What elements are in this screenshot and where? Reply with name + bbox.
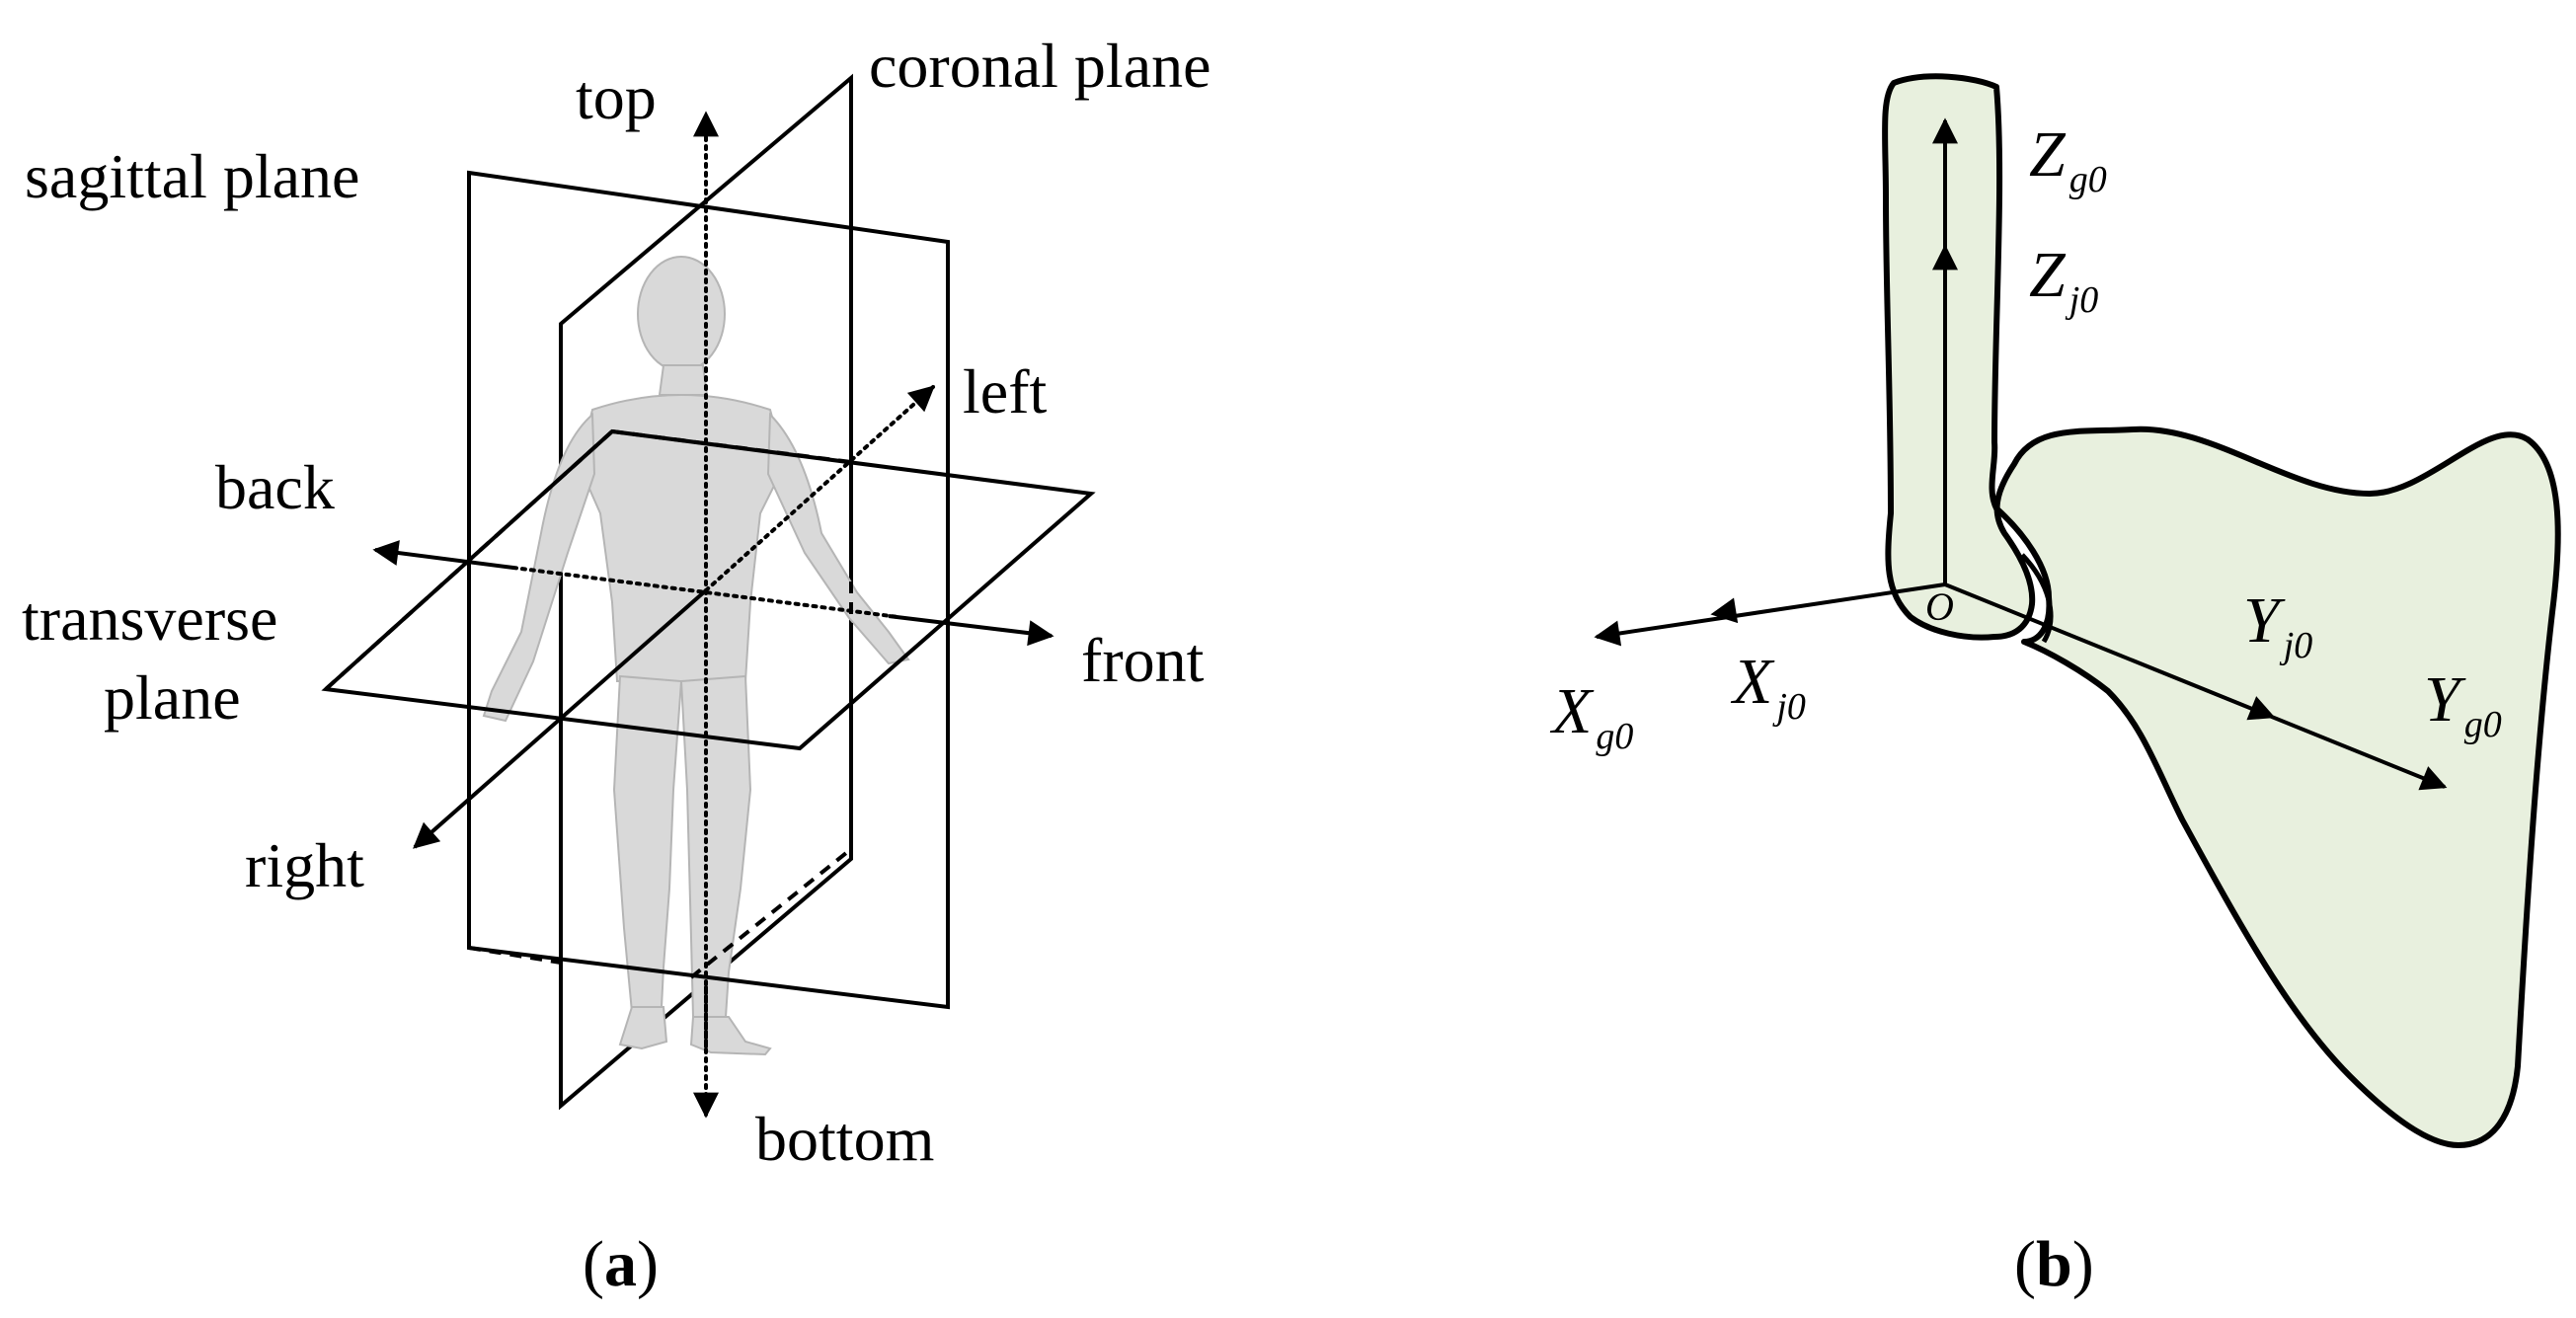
caption-a-letter: a [604, 1228, 637, 1300]
svg-text:Zg0: Zg0 [2029, 118, 2107, 200]
svg-text:(a): (a) [583, 1228, 659, 1300]
left-right-axis-lower [413, 588, 708, 849]
origin-label: O [1925, 584, 1954, 629]
human-figure [482, 256, 910, 1056]
label-top: top [576, 62, 657, 132]
svg-text:Xg0: Xg0 [1549, 675, 1633, 757]
joint-contour [2020, 553, 2054, 644]
y-axis [1944, 582, 2448, 791]
label-coronal-plane: coronal plane [869, 31, 1211, 101]
label-bottom: bottom [755, 1104, 934, 1174]
label-sagittal-plane: sagittal plane [25, 141, 359, 211]
caption-b-letter: b [2036, 1228, 2072, 1300]
svg-text:(b): (b) [2014, 1228, 2094, 1300]
coronal-bottom-hidden [689, 847, 853, 979]
label-transverse-line2: plane [104, 662, 241, 733]
scapula-shape [1882, 73, 2561, 1148]
svg-text:Zj0: Zj0 [2029, 239, 2098, 321]
label-right: right [245, 830, 364, 900]
label-front: front [1081, 625, 1205, 695]
back-axis [372, 540, 514, 570]
front-back-axis-center [511, 566, 900, 619]
caption-a: (a) [583, 1228, 659, 1300]
x-j-arrow [1710, 597, 1739, 624]
sagittal-plane [467, 170, 950, 1010]
sagittal-hidden-edge [468, 946, 562, 965]
label-transverse-line1: transverse [22, 583, 277, 654]
svg-text:Yj0: Yj0 [2243, 584, 2312, 666]
caption-b: (b) [2014, 1228, 2094, 1300]
left-right-axis-upper [704, 385, 935, 592]
panel-a: coronal plane top sagittal plane left ba… [22, 31, 1211, 1300]
x-axis [1594, 582, 1946, 647]
front-axis [888, 614, 1054, 647]
coronal-plane [559, 73, 853, 1111]
svg-text:Yg0: Yg0 [2424, 663, 2502, 745]
label-back: back [215, 452, 335, 522]
label-left: left [963, 356, 1048, 426]
svg-text:Xj0: Xj0 [1730, 646, 1806, 728]
